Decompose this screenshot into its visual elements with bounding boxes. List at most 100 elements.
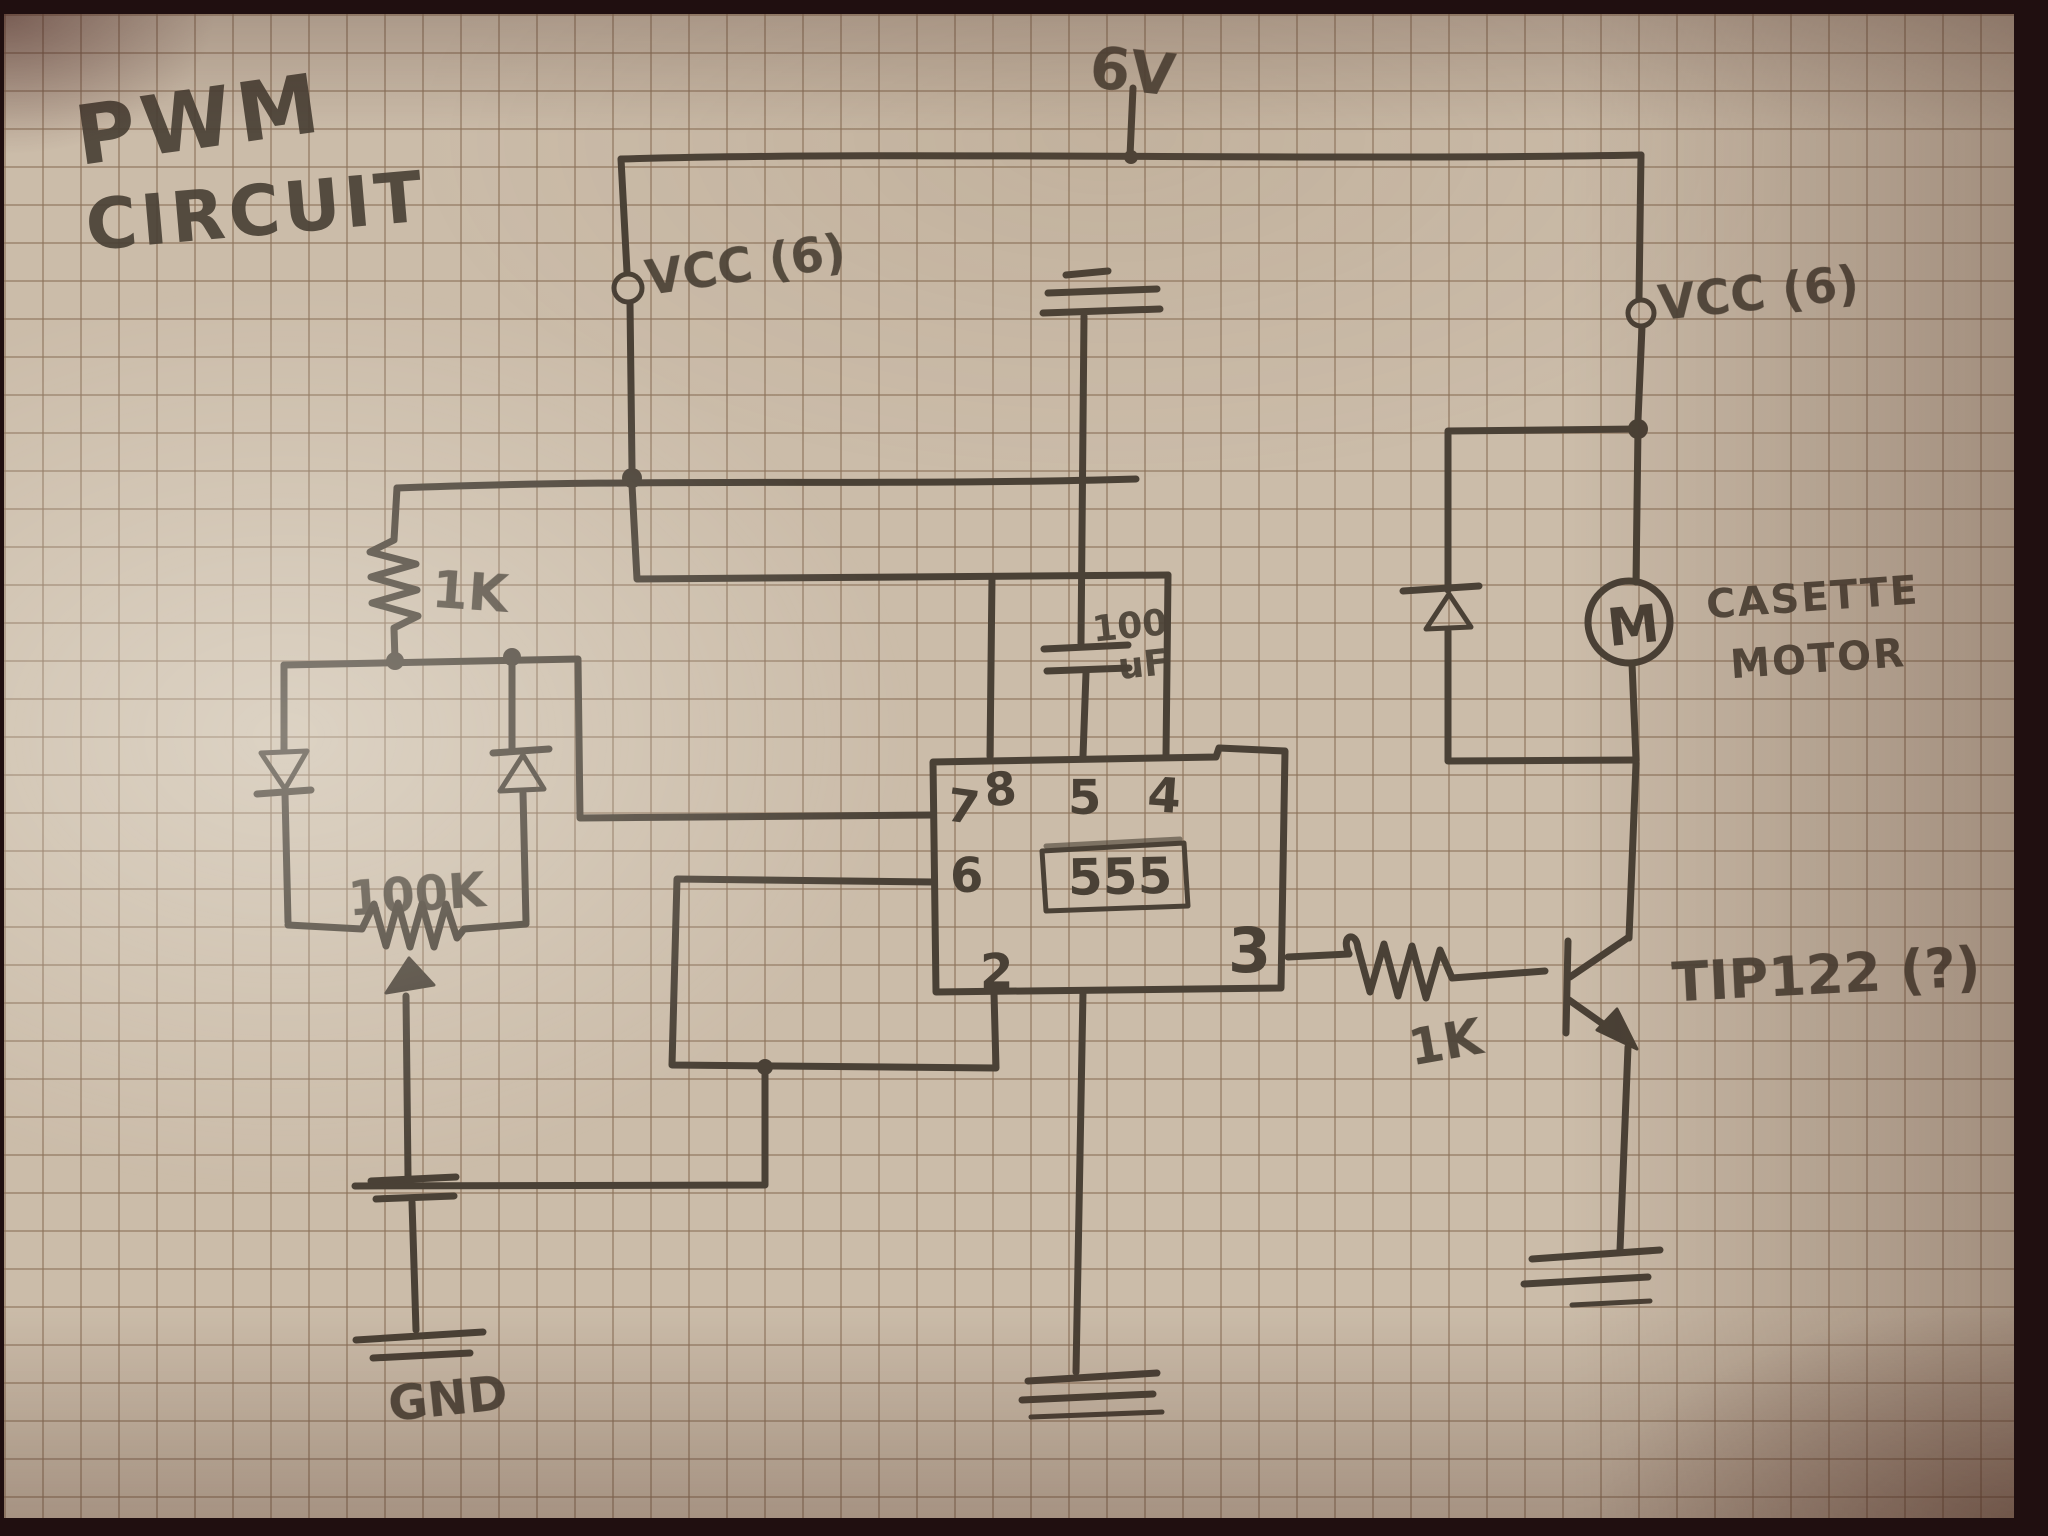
ic-555-inner-box bbox=[1039, 840, 1191, 914]
pin4-drop-wire bbox=[1162, 571, 1172, 760]
transistor-base-bar bbox=[1562, 937, 1572, 1037]
pin3-label: 3 bbox=[1228, 914, 1271, 987]
resistor-r1 bbox=[366, 484, 422, 664]
power-rail bbox=[617, 84, 1645, 164]
supply-stub-wire bbox=[1126, 84, 1137, 160]
ic-555-outline bbox=[929, 744, 1289, 996]
cap-top-plate2 bbox=[1039, 305, 1164, 317]
control-cap-100uf bbox=[1040, 641, 1133, 760]
pot-wiper-arrow bbox=[384, 956, 436, 995]
transistor-label: TIP122 (?) bbox=[1670, 935, 1982, 1014]
ground-left-symbol bbox=[352, 1328, 487, 1362]
vcc-right-wire bbox=[1635, 151, 1645, 302]
diode-right-wire-bottom bbox=[519, 789, 530, 926]
vcc-right-terminal-circle bbox=[1625, 297, 1657, 329]
vcc-left-label: VCC (6) bbox=[642, 223, 849, 307]
gnd-right-stroke3 bbox=[1569, 1298, 1653, 1308]
pin3-stub-wire bbox=[1284, 950, 1353, 961]
vcc-left-wire-lower bbox=[626, 299, 636, 472]
discharge-node-wire bbox=[280, 655, 582, 669]
r1-label: 1K bbox=[430, 560, 512, 625]
flyback-bottom-wire bbox=[1444, 627, 1640, 765]
gnd-label: GND bbox=[386, 1365, 511, 1433]
ic-wiring bbox=[574, 267, 1172, 1420]
diode-left-wire-bottom bbox=[281, 790, 292, 926]
pin5-label: 5 bbox=[1068, 770, 1101, 826]
diode-right bbox=[489, 656, 553, 926]
pot-element bbox=[284, 899, 530, 951]
motor-branch: M bbox=[1399, 151, 1674, 765]
cap-100uf-plate2 bbox=[1043, 664, 1133, 675]
gnd-right-stroke2 bbox=[1520, 1273, 1652, 1288]
pin2-label: 2 bbox=[980, 944, 1013, 1000]
timing-network bbox=[253, 475, 1140, 1362]
diode-right-triangle bbox=[497, 752, 547, 794]
cap-value-line1: 100 bbox=[1090, 602, 1169, 651]
base-resistor bbox=[1342, 933, 1549, 1002]
motor-symbol-label: M bbox=[1605, 594, 1663, 659]
flyback-diode-bar bbox=[1399, 582, 1483, 595]
diode-left bbox=[253, 661, 315, 926]
potentiometer-100k bbox=[284, 899, 530, 1180]
motor-bottom-wire bbox=[1628, 659, 1640, 764]
gnd-center-stroke3 bbox=[1028, 1409, 1165, 1420]
base-resistor-label: 1K bbox=[1404, 1007, 1489, 1077]
timing-capacitor bbox=[367, 1173, 460, 1334]
motor-label-line1: CASETTE bbox=[1705, 567, 1921, 628]
flyback-diode bbox=[1399, 582, 1483, 632]
cap-left-plate-bottom bbox=[372, 1192, 458, 1203]
cap-top-wire bbox=[1077, 312, 1088, 647]
labels: PWM CIRCUIT 6V VCC (6) VCC (6) 1K 100K 1… bbox=[70, 33, 1982, 1433]
cap-100uf-wire bbox=[1079, 669, 1090, 760]
vcc-right-label: VCC (6) bbox=[1655, 255, 1861, 332]
trigger-node-wire bbox=[351, 1068, 769, 1190]
transistor-tip122 bbox=[1562, 933, 1639, 1051]
motor-label-line2: MOTOR bbox=[1729, 630, 1908, 688]
transistor-collector bbox=[1566, 933, 1633, 981]
gnd-center-stroke1 bbox=[1024, 1369, 1161, 1385]
pot-label: 100K bbox=[346, 862, 489, 928]
ic-555-part-label: 555 bbox=[1067, 847, 1172, 907]
supply-label: 6V bbox=[1087, 33, 1179, 110]
pin7-wire bbox=[574, 656, 937, 822]
pwm-circuit-sketch: 555 7 8 5 4 6 2 3 bbox=[70, 33, 1982, 1433]
gnd-center-stroke2 bbox=[1018, 1390, 1157, 1404]
rail-junction-dot bbox=[1124, 150, 1138, 164]
diode-right-bar bbox=[489, 745, 553, 757]
junction-dot-r1 bbox=[386, 652, 404, 670]
vcc-left-branch bbox=[611, 155, 645, 488]
flyback-top-wire bbox=[1444, 425, 1642, 594]
pin7-label: 7 bbox=[944, 778, 983, 836]
pin1-gnd-wire bbox=[1072, 988, 1087, 1376]
ground-right-symbol bbox=[1520, 1246, 1664, 1308]
graph-paper: 555 7 8 5 4 6 2 3 bbox=[4, 14, 2014, 1518]
top-rail-wire bbox=[617, 151, 1645, 163]
vcc-pin-wire bbox=[628, 481, 1172, 583]
pin6-pin2-loop-wire bbox=[668, 875, 1000, 1072]
pin8-label: 8 bbox=[982, 760, 1019, 817]
gnd-left-stroke1 bbox=[352, 1328, 487, 1344]
collector-wire bbox=[1625, 759, 1640, 942]
emitter-wire bbox=[1616, 1043, 1632, 1254]
output-stage bbox=[1284, 759, 1664, 1308]
vcc-left-terminal-circle bbox=[611, 271, 645, 305]
gnd-right-stroke1 bbox=[1528, 1246, 1664, 1263]
cap-top-stub bbox=[1062, 267, 1112, 279]
vcc-right-wire-lower bbox=[1634, 323, 1646, 424]
title-line1: PWM bbox=[70, 56, 331, 185]
ic-555-inner-box-echo bbox=[1043, 836, 1183, 849]
motor-top-wire bbox=[1632, 425, 1642, 586]
transistor-emitter-arrow bbox=[1595, 1007, 1639, 1051]
decoupling-cap bbox=[1039, 267, 1164, 647]
pot-wiper-wire bbox=[402, 992, 412, 1180]
vcc-feed-wire bbox=[393, 475, 1140, 492]
cap-top-plate1 bbox=[1044, 285, 1161, 297]
flyback-diode-triangle bbox=[1423, 591, 1474, 632]
gnd-left-stroke2 bbox=[369, 1349, 474, 1362]
cap-value-line2: uF bbox=[1116, 642, 1170, 688]
pin6-label: 6 bbox=[950, 848, 983, 904]
cap-left-plate-top bbox=[367, 1173, 460, 1185]
ic-555: 555 7 8 5 4 6 2 3 bbox=[929, 744, 1289, 1000]
diode-left-triangle bbox=[258, 748, 310, 792]
ground-center-symbol bbox=[1018, 1369, 1165, 1420]
